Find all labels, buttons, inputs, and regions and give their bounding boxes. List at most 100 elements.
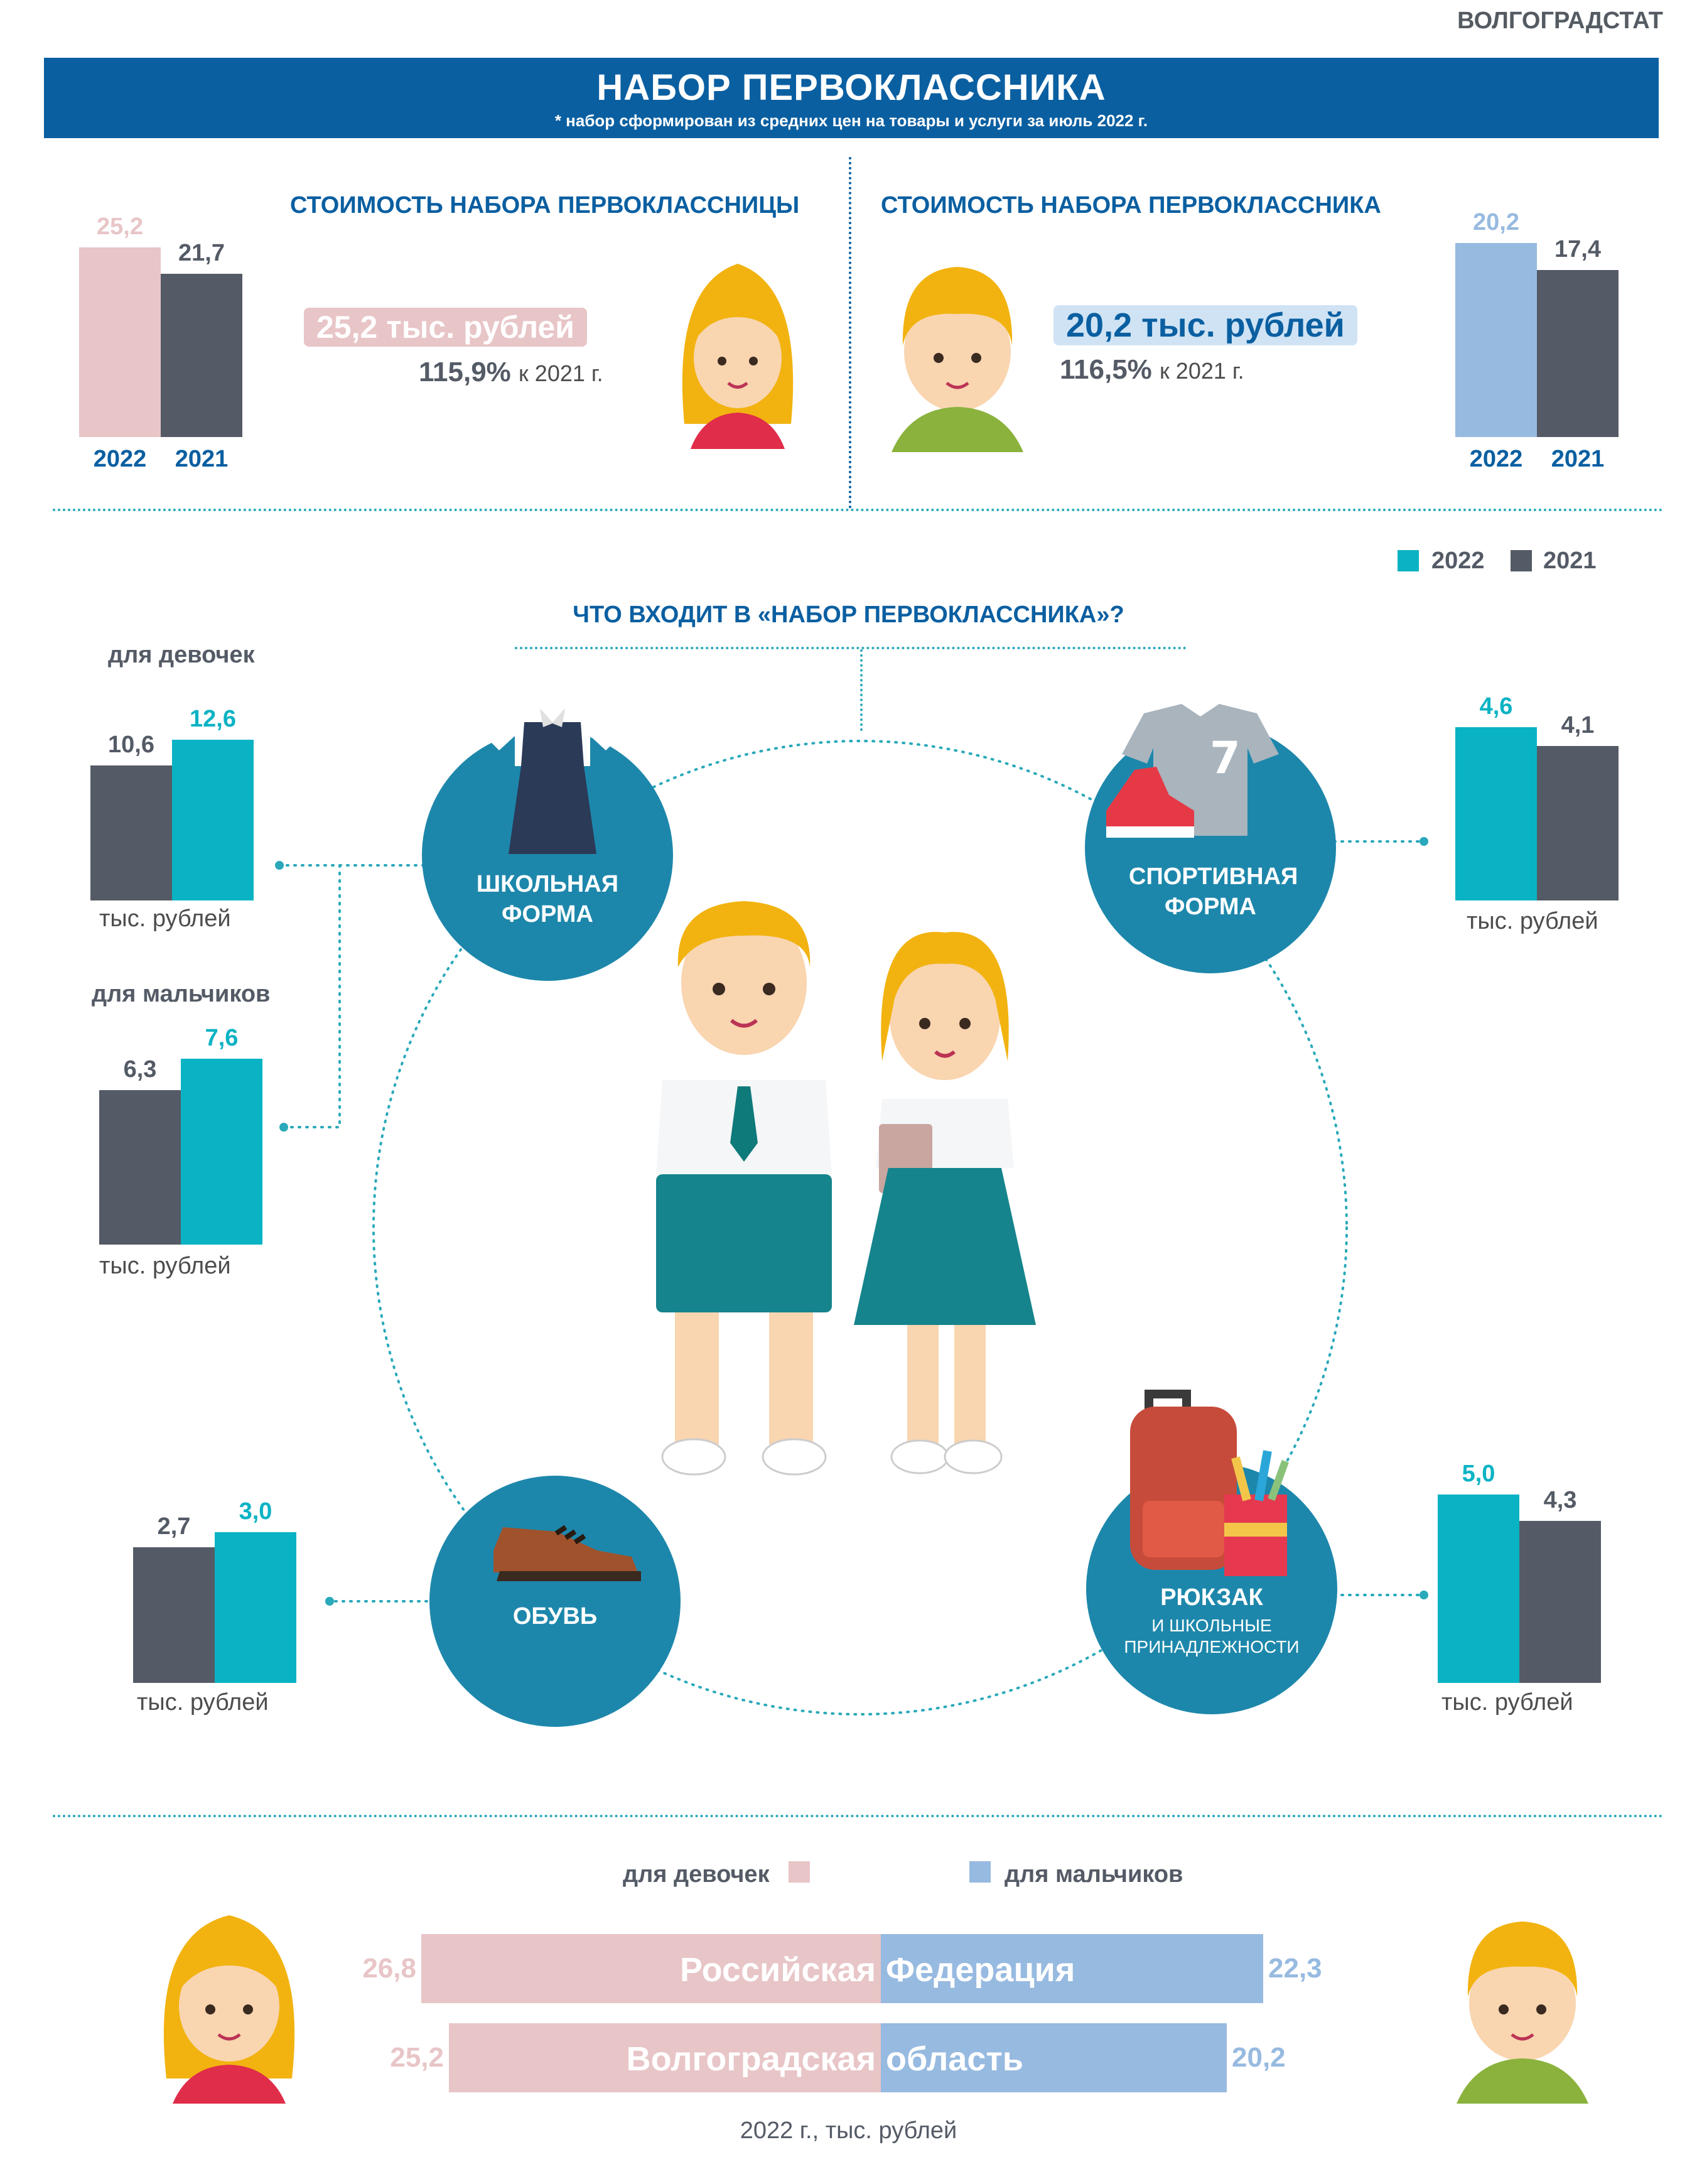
- children-illustration: [656, 901, 1036, 1476]
- page-title: НАБОР ПЕРВОКЛАССНИКА: [596, 67, 1106, 108]
- source-label: ВОЛГОГРАДСТАТ: [1457, 8, 1663, 34]
- legend-label-2022: 2022: [1431, 548, 1485, 574]
- shoes-label: ОБУВЬ: [512, 1603, 598, 1630]
- boys-value-label: 20,2: [1232, 2042, 1286, 2073]
- bar-sport-2022: [1455, 727, 1537, 900]
- bar-boy_total-2021: [1537, 270, 1619, 437]
- bar-value-label: 17,4: [1554, 236, 1601, 262]
- bar-shoes-2021: [133, 1547, 215, 1683]
- girl-amount: 25,2 тыс. рублей: [304, 308, 587, 347]
- shoe-icon: [493, 1525, 641, 1581]
- bar-shoes-2022: [215, 1532, 296, 1683]
- connector-dot: [275, 861, 284, 870]
- boy-avatar: [892, 267, 1023, 452]
- hbar-girls: [449, 2023, 881, 2092]
- unit-label: тыс. рублей: [1467, 908, 1598, 934]
- bar-girl_total-2022: [79, 247, 161, 437]
- bar-boy_total-2022: [1455, 243, 1537, 437]
- legend-label-2021: 2021: [1543, 548, 1597, 574]
- year-label: 2021: [1551, 446, 1605, 472]
- boy-pct-line: 116,5% к 2021 г.: [1060, 354, 1244, 386]
- connector-dot: [279, 1123, 288, 1132]
- backpack-icon: [1130, 1390, 1289, 1576]
- for-boys-label: для мальчиков: [92, 981, 271, 1007]
- bar-uniform_girls-2022: [172, 740, 254, 900]
- connector-dot: [1420, 837, 1428, 846]
- girls-value-label: 26,8: [362, 1953, 416, 1984]
- page-subtitle: * набор сформирован из средних цен на то…: [554, 111, 1148, 130]
- title-banner: НАБОР ПЕРВОКЛАССНИКА * набор сформирован…: [44, 58, 1659, 138]
- legend-girls-swatch: [789, 1861, 810, 1883]
- boys-value-label: 22,3: [1268, 1953, 1322, 1984]
- legend-swatch-2022: [1398, 550, 1419, 571]
- region-name-right: Федерация: [886, 1951, 1075, 1989]
- hbar-boys: [881, 1934, 1263, 2003]
- boy-avatar-bottom: [1457, 1922, 1588, 2104]
- girl-avatar-bottom: [163, 1915, 295, 2104]
- bar-uniform_girls-2021: [90, 765, 172, 900]
- hbar-girls: [421, 1934, 881, 2003]
- bar-value-label: 5,0: [1462, 1461, 1495, 1487]
- region-name-left: Волгоградская: [626, 2040, 876, 2078]
- region-name-left: Российская: [679, 1951, 876, 1989]
- sport-label: СПОРТИВНАЯ ФОРМА: [1129, 863, 1298, 920]
- boy-amount: 20,2 тыс. рублей: [1053, 305, 1357, 345]
- school-uniform-icon: [483, 703, 622, 854]
- year-label: 2022: [1469, 446, 1523, 472]
- boy-pct-note: к 2021 г.: [1160, 358, 1244, 384]
- connector-dot: [325, 1597, 334, 1606]
- bottom-divider-horizontal: [53, 1815, 1664, 1817]
- bar-value-label: 3,0: [239, 1498, 272, 1525]
- legend-boys-swatch: [969, 1861, 991, 1883]
- bar-value-label: 25,2: [97, 214, 143, 240]
- girl-pct-note: к 2021 г.: [519, 360, 603, 386]
- connector-dot: [1420, 1591, 1428, 1599]
- year-label: 2021: [175, 446, 229, 472]
- bar-value-label: 10,6: [108, 732, 154, 758]
- top-divider-horizontal: [53, 509, 1664, 511]
- girl-cost-heading: СТОИМОСТЬ НАБОРА ПЕРВОКЛАССНИЦЫ: [290, 192, 800, 219]
- shoes-circle: ОБУВЬ: [429, 1476, 681, 1727]
- bar-value-label: 4,1: [1561, 712, 1595, 738]
- uniform-label: ШКОЛЬНАЯ ФОРМА: [476, 871, 619, 927]
- connector-uniform: [278, 864, 425, 1128]
- bar-uniform_boys-2022: [181, 1059, 262, 1245]
- svg-text:7: 7: [1210, 732, 1241, 784]
- legend-swatch-2021: [1511, 550, 1532, 571]
- bar-sport-2021: [1537, 746, 1619, 900]
- legend-girls-label: для девочек: [623, 1861, 770, 1888]
- unit-label: тыс. рублей: [99, 905, 231, 932]
- unit-label: тыс. рублей: [1441, 1689, 1573, 1716]
- bar-value-label: 4,6: [1479, 693, 1513, 720]
- boy-cost-heading: СТОИМОСТЬ НАБОРА ПЕРВОКЛАССНИКА: [881, 192, 1381, 219]
- bar-value-label: 12,6: [190, 706, 236, 732]
- bar-backpack-2022: [1438, 1495, 1519, 1683]
- bar-backpack-2021: [1519, 1521, 1601, 1683]
- girl-avatar: [682, 264, 794, 449]
- bar-value-label: 6,3: [123, 1056, 157, 1083]
- legend-boys-label: для мальчиков: [1005, 1861, 1183, 1888]
- bar-value-label: 21,7: [178, 240, 225, 266]
- question-heading: ЧТО ВХОДИТ В «НАБОР ПЕРВОКЛАССНИКА»?: [573, 602, 1124, 628]
- top-divider-vertical: [849, 157, 851, 509]
- girl-pct: 115,9%: [419, 357, 511, 387]
- sports-uniform-icon: 7: [1106, 704, 1279, 838]
- bar-value-label: 20,2: [1473, 209, 1519, 235]
- backpack-label: РЮКЗАК: [1160, 1584, 1263, 1611]
- boy-pct: 116,5%: [1060, 354, 1152, 385]
- unit-label: тыс. рублей: [99, 1253, 231, 1279]
- girl-pct-line: 115,9% к 2021 г.: [419, 357, 603, 388]
- bar-value-label: 7,6: [205, 1025, 239, 1051]
- question-connector: [860, 649, 863, 731]
- girls-value-label: 25,2: [390, 2042, 444, 2073]
- for-girls-label: для девочек: [108, 642, 255, 668]
- unit-label: тыс. рублей: [137, 1689, 269, 1716]
- region-name-right: область: [886, 2040, 1024, 2078]
- ring: [372, 740, 1348, 1716]
- hbar-boys: [881, 2023, 1227, 2092]
- backpack-sublabel: И ШКОЛЬНЫЕ ПРИНАДЛЕЖНОСТИ: [1124, 1616, 1300, 1657]
- bar-value-label: 2,7: [157, 1513, 191, 1540]
- bar-value-label: 4,3: [1543, 1487, 1577, 1513]
